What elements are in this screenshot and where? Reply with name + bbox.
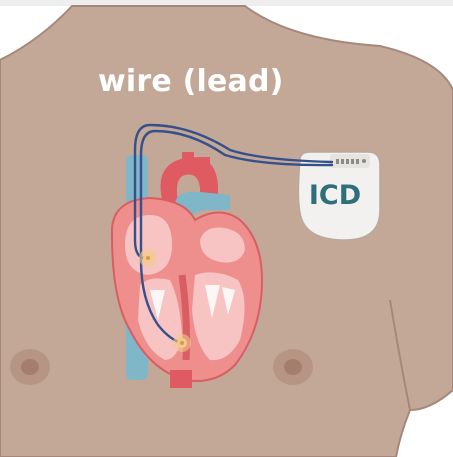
- aorta-branch-2: [198, 157, 210, 173]
- descending-aorta: [170, 370, 192, 388]
- nipple-left: [10, 349, 50, 385]
- electrode-atrium: [139, 249, 157, 267]
- nipple-right: [273, 349, 313, 385]
- electrode-ventricle: [173, 334, 191, 352]
- icd-label: ICD: [300, 180, 370, 211]
- lead-label: wire (lead): [98, 64, 284, 99]
- aorta-branch-1: [182, 152, 194, 168]
